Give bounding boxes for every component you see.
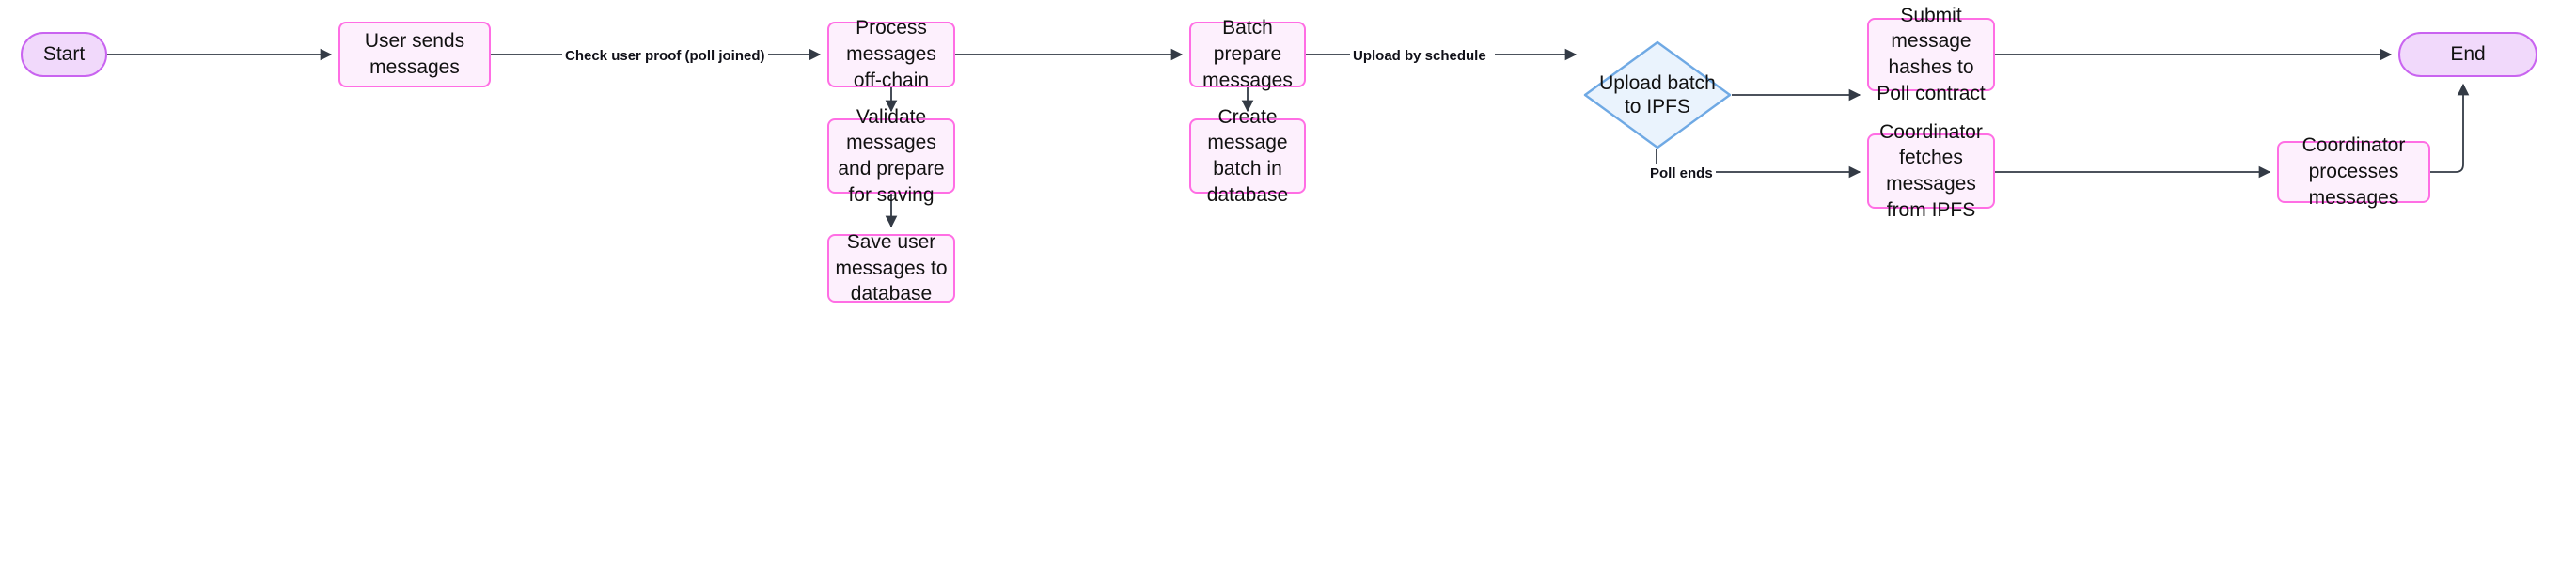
node-submit-message-hashes[interactable]: Submit message hashes to Poll contract (1867, 5, 1995, 104)
node-create-message-batch[interactable]: Create message batch in database (1189, 106, 1306, 206)
edge-coord-proc-to-end (2430, 83, 2470, 173)
node-save-user-messages-label: Save user messages to database (835, 230, 948, 305)
node-upload-batch-to-ipfs[interactable]: Upload batch to IPFS (1583, 40, 1732, 149)
node-end[interactable]: End (2398, 32, 2537, 77)
node-coordinator-processes-messages-label: Coordinator processes messages (2301, 134, 2406, 209)
node-validate-messages-label: Validate messages and prepare for saving (838, 105, 945, 206)
node-batch-prepare-messages-label: Batch prepare messages (1202, 17, 1293, 91)
node-process-messages-offchain-label: Process messages off-chain (846, 17, 936, 91)
node-start[interactable]: Start (21, 32, 107, 77)
node-coordinator-processes-messages[interactable]: Coordinator processes messages (2277, 134, 2430, 209)
node-coordinator-fetches-messages[interactable]: Coordinator fetches messages from IPFS (1867, 121, 1995, 221)
node-user-sends-messages[interactable]: User sends messages (338, 22, 491, 87)
node-create-message-batch-label: Create message batch in database (1206, 105, 1289, 206)
node-coordinator-fetches-messages-label: Coordinator fetches messages from IPFS (1879, 120, 1983, 221)
node-process-messages-offchain[interactable]: Process messages off-chain (827, 17, 955, 91)
edge-label-check-user-proof: Check user proof (poll joined) (562, 47, 768, 65)
node-save-user-messages[interactable]: Save user messages to database (827, 231, 955, 305)
node-start-label: Start (42, 43, 86, 66)
node-batch-prepare-messages[interactable]: Batch prepare messages (1189, 17, 1306, 91)
edge-label-upload-by-schedule: Upload by schedule (1350, 47, 1489, 65)
node-validate-messages[interactable]: Validate messages and prepare for saving (827, 106, 955, 206)
node-upload-batch-to-ipfs-label: Upload batch to IPFS (1599, 71, 1716, 117)
node-user-sends-messages-label: User sends messages (364, 30, 465, 78)
diamond-shape (1583, 40, 1732, 149)
edge-label-poll-ends: Poll ends (1647, 164, 1716, 182)
node-end-label: End (2450, 43, 2486, 66)
node-submit-message-hashes-label: Submit message hashes to Poll contract (1877, 4, 1986, 104)
